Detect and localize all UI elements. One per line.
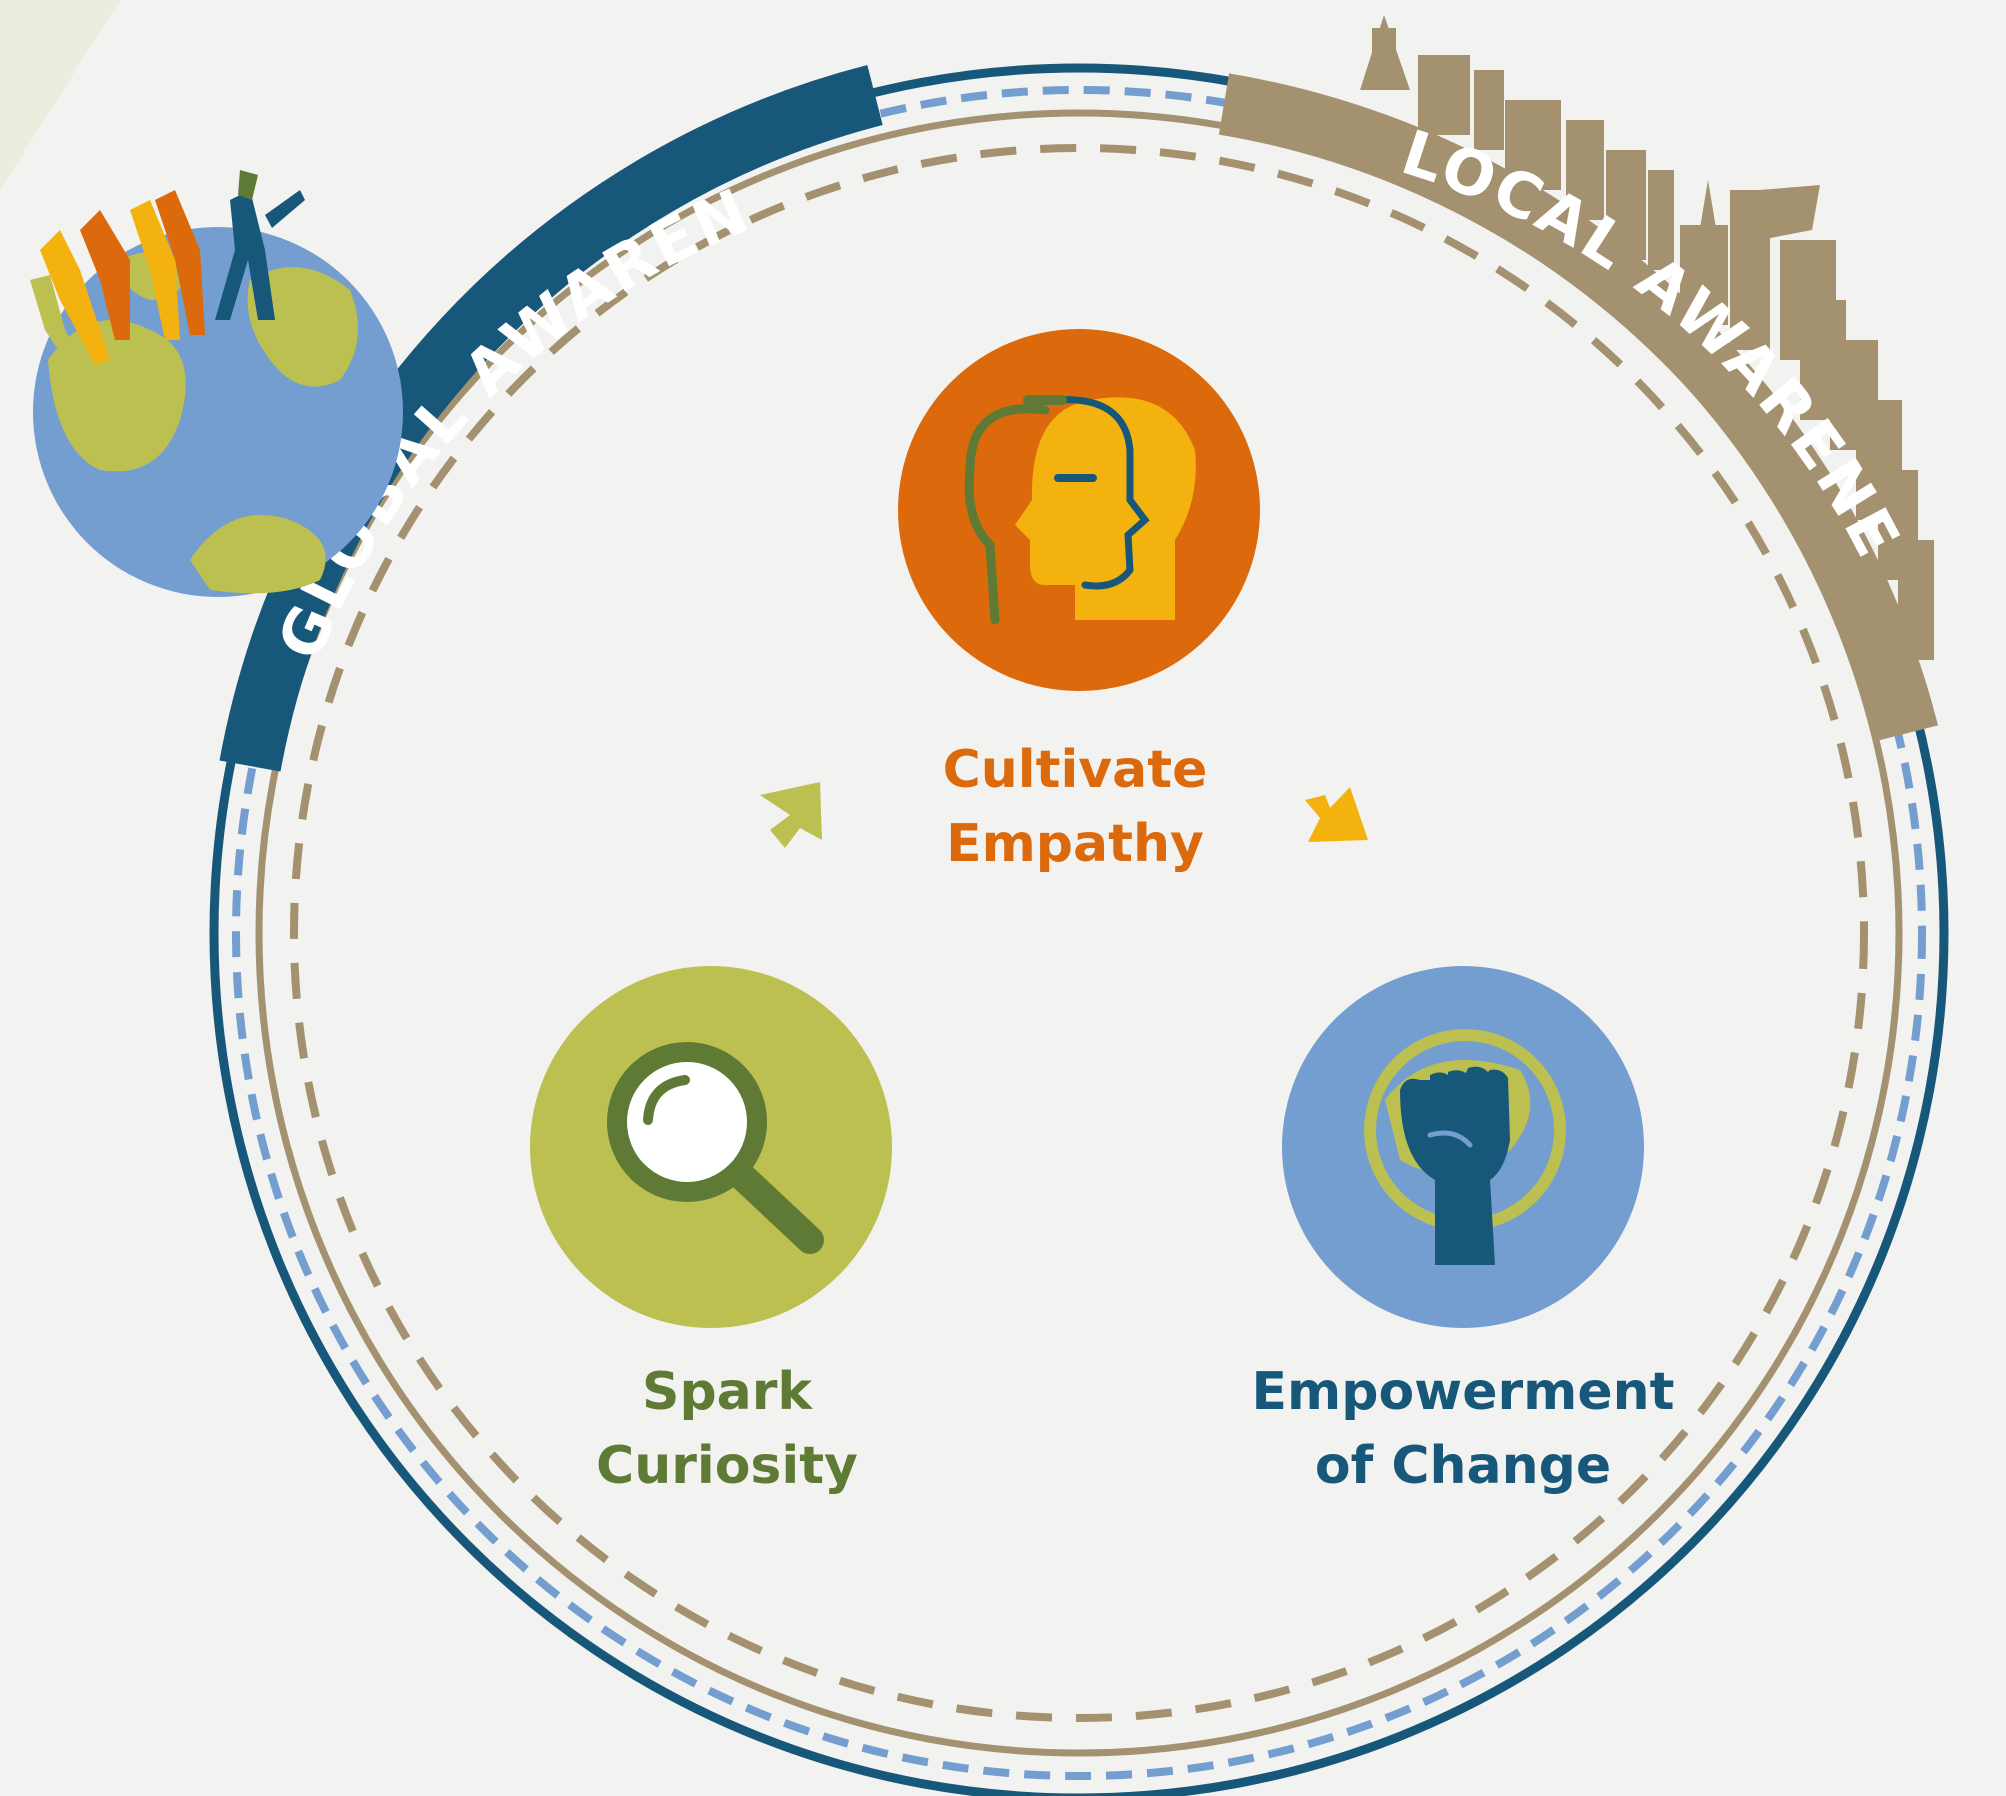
empathy-node xyxy=(898,329,1260,691)
change-node xyxy=(1282,966,1644,1328)
city-skyline-icon xyxy=(1360,15,1934,660)
ring-taupe-dashed xyxy=(290,144,1868,1722)
empathy-label-line1: Cultivate xyxy=(942,740,1208,800)
curiosity-label: Spark Curiosity xyxy=(596,1355,858,1503)
curiosity-label-line1: Spark xyxy=(642,1362,812,1422)
global-awareness-arc xyxy=(219,64,883,772)
change-label-line2: of Change xyxy=(1314,1436,1612,1496)
magnifying-glass-icon xyxy=(607,1042,824,1254)
empathy-label-line2: Empathy xyxy=(946,814,1204,874)
background-corner-shape xyxy=(0,0,120,190)
empathy-label: Cultivate Empathy xyxy=(943,733,1208,881)
raised-fist-icon xyxy=(1364,1029,1566,1265)
local-awareness-arc xyxy=(1218,73,1939,741)
head-profile-icon xyxy=(964,395,1196,625)
change-label: Empowerment of Change xyxy=(1252,1355,1675,1503)
outer-ring xyxy=(209,63,1949,1796)
curiosity-node xyxy=(530,966,892,1328)
people-silhouettes xyxy=(30,170,305,375)
ring-outer-navy xyxy=(209,63,1949,1796)
ring-blue-dashed xyxy=(232,86,1926,1780)
change-label-line1: Empowerment xyxy=(1251,1362,1675,1422)
yellow-arrow-icon xyxy=(1305,787,1368,842)
globe-with-people-icon xyxy=(30,170,403,597)
ring-taupe-solid xyxy=(255,109,1903,1757)
green-arrow-icon xyxy=(760,782,822,848)
curiosity-label-line2: Curiosity xyxy=(596,1436,858,1496)
